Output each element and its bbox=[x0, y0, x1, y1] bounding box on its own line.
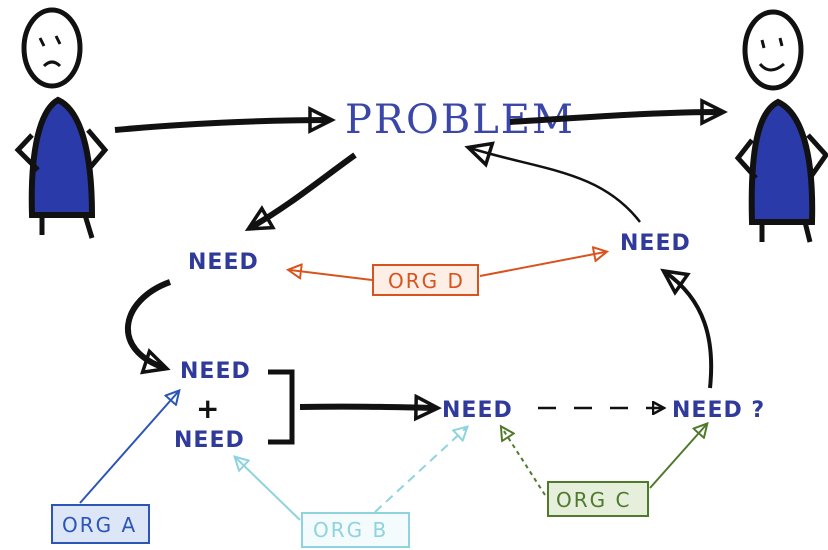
left-person-body bbox=[28, 96, 96, 218]
arrow-org-d-right bbox=[479, 252, 605, 277]
arrow-need-to-need-curve bbox=[124, 279, 172, 375]
arrow-org-d-left bbox=[290, 270, 373, 281]
org-d-label: ORG D bbox=[388, 269, 465, 293]
arrow-need-to-problem bbox=[464, 141, 641, 223]
sad-person-figure bbox=[14, 7, 109, 239]
plus-sign: + bbox=[196, 392, 220, 425]
arrow-person-to-problem bbox=[114, 106, 336, 134]
smiling-person-figure bbox=[734, 9, 828, 243]
arrow-combined-to-need bbox=[299, 393, 442, 422]
need-label-top-left: NEED bbox=[188, 250, 259, 275]
need-label-mid-lower: NEED bbox=[174, 428, 245, 453]
need-label-right: NEED ? bbox=[672, 398, 765, 423]
org-d-box: ORG D bbox=[372, 264, 479, 296]
arrow-need-to-need-upward bbox=[660, 268, 714, 389]
org-c-label: ORG C bbox=[556, 488, 631, 512]
org-a-label: ORG A bbox=[62, 513, 137, 537]
org-a-box: ORG A bbox=[51, 504, 150, 544]
arrow-org-a bbox=[79, 392, 178, 504]
arrow-problem-to-person bbox=[509, 98, 728, 126]
arrow-org-c-right bbox=[649, 425, 706, 489]
arrow-problem-to-need bbox=[244, 152, 357, 231]
org-b-box: ORG B bbox=[301, 512, 410, 548]
happy-face-icon bbox=[742, 9, 804, 91]
sad-face-icon bbox=[21, 7, 83, 89]
need-label-top-right: NEED bbox=[620, 231, 691, 256]
arrow-org-c-left bbox=[502, 428, 546, 496]
right-person-body bbox=[748, 98, 816, 225]
need-label-mid-upper: NEED bbox=[180, 359, 251, 384]
arrow-org-b-left bbox=[236, 458, 301, 521]
arrow-org-b-right bbox=[374, 428, 466, 513]
bracket bbox=[268, 369, 295, 445]
need-label-center: NEED bbox=[442, 398, 513, 423]
org-c-box: ORG C bbox=[547, 481, 649, 517]
org-b-label: ORG B bbox=[313, 518, 388, 542]
